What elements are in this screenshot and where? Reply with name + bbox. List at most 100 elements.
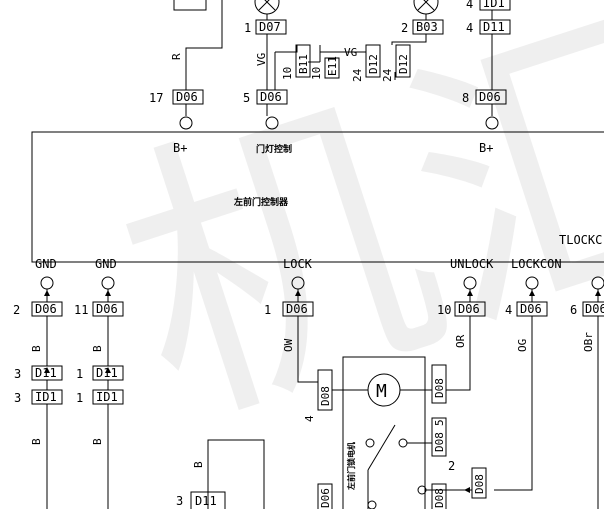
pin-number-t6: 6 (570, 303, 577, 317)
arrow-unlock (467, 290, 473, 296)
d06-5-label: D06 (260, 90, 282, 104)
e11-pin: 10 (310, 67, 323, 80)
wire-label-obr: OBr (582, 332, 595, 352)
pin-gnd-11 (101, 276, 115, 290)
d08-a-label: D08 (319, 386, 332, 406)
switch-contact-4 (367, 500, 377, 509)
wire-lockcon (494, 316, 533, 491)
switch-contact-1 (365, 438, 375, 448)
wire-lock (297, 316, 318, 383)
label-lockcon: LOCKCON (511, 257, 562, 271)
connector-d08-b (431, 364, 447, 404)
connector-d06-8 (475, 89, 507, 105)
module-title: 左前门控制器 (233, 196, 289, 208)
id1-top-pin: 4 (466, 0, 473, 11)
d11-bottom-pin: 3 (176, 494, 183, 508)
b03-label: B03 (416, 20, 438, 34)
d11-top-label: D11 (483, 20, 505, 34)
d06-unlock-label: D06 (458, 302, 480, 316)
connector-top-left-partial (173, 0, 207, 11)
d06-gnd2-label: D06 (96, 302, 118, 316)
wire-b-switch (207, 439, 265, 509)
arrow-gnd2 (105, 290, 111, 296)
wire-label-b-gnd1-lower: B (30, 438, 43, 445)
wire-label-b-gnd2: B (91, 345, 104, 352)
d08-a-pin: 4 (303, 415, 316, 422)
label-gnd-1: GND (35, 257, 57, 271)
door-controller-module (31, 131, 604, 263)
d12b-label: D12 (397, 54, 410, 74)
b11-label: B11 (297, 54, 310, 74)
label-b-plus-right: B+ (479, 141, 493, 155)
id1-g2-label: ID1 (96, 390, 118, 404)
pin-number-17: 17 (149, 91, 163, 105)
d11-top-pin: 4 (466, 21, 473, 35)
connector-d06-17 (172, 89, 204, 105)
d08-b-pin: 5 (433, 419, 446, 426)
arrow-g2-mid (105, 367, 111, 373)
id1-top-label: ID1 (483, 0, 505, 10)
pin-number-5: 5 (243, 91, 250, 105)
d06-lock-label: D06 (286, 302, 308, 316)
pin-17 (179, 116, 193, 130)
label-lock: LOCK (283, 257, 313, 271)
connector-d11-top (479, 19, 511, 35)
d06-gnd1-label: D06 (35, 302, 57, 316)
connector-e11 (324, 57, 340, 79)
wire-label-og: OG (516, 339, 529, 352)
d06-17-label: D06 (176, 90, 198, 104)
watermark-text: 机汇 (83, 0, 604, 475)
label-gnd-2: GND (95, 257, 117, 271)
wire-label-or: OR (454, 334, 467, 348)
connector-d06-5 (256, 89, 288, 105)
label-door-ctrl: 门灯控制 (256, 143, 292, 155)
pin-number-g11: 11 (74, 303, 88, 317)
arrow-lockcon-low (464, 487, 470, 493)
d11-bottom-label: D11 (195, 494, 217, 508)
wire-label-vg-mid: VG (344, 46, 357, 59)
d11-g2-pin: 1 (76, 367, 83, 381)
connector-d08-c (431, 417, 447, 457)
e11-label: E11 (326, 56, 339, 76)
lock-motor-box (342, 356, 426, 509)
d08-bottom-label: D08 (433, 488, 446, 508)
connector-d11-bottom (190, 491, 226, 509)
d11-g1-pin: 3 (14, 367, 21, 381)
connector-d06-bottom (317, 483, 333, 509)
connector-d08-d (471, 467, 487, 499)
d12-pin: 24 (351, 68, 364, 82)
d07-pin: 1 (244, 21, 251, 35)
label-b-plus-left: B+ (173, 141, 187, 155)
d06-lockcon-label: D06 (520, 302, 542, 316)
pin-number-l1: 1 (264, 303, 271, 317)
wire-label-b-gnd1: B (30, 345, 43, 352)
wire-vg-bus (275, 45, 298, 53)
pin-8 (485, 116, 499, 130)
d08-c-label: D08 (433, 432, 446, 452)
pin-number-c4: 4 (505, 303, 512, 317)
arrow-g1-mid (44, 367, 50, 373)
wire-label-r: R (170, 53, 183, 60)
wire-label-ow: OW (282, 338, 295, 352)
motor-box-label: 左前门锁电机 (346, 442, 356, 491)
pin-number-u10: 10 (437, 303, 451, 317)
motor-label: M (376, 381, 387, 402)
b11-pin: 10 (281, 67, 294, 80)
arrow-gnd1 (44, 290, 50, 296)
d11-g1-label: D11 (35, 366, 57, 380)
id1-g1-label: ID1 (35, 390, 57, 404)
connector-id1-top (479, 0, 511, 11)
arrow-lockcon (529, 290, 535, 296)
d07-label: D07 (259, 20, 281, 34)
d11-g2-label: D11 (96, 366, 118, 380)
pin-5 (265, 116, 279, 130)
connector-d07 (255, 19, 287, 35)
d06-tlock-label: D06 (585, 302, 604, 316)
d12-label: D12 (367, 54, 380, 74)
d08-d-label: D08 (473, 474, 486, 494)
wire-r (185, 0, 223, 90)
arrow-tlock (595, 290, 601, 296)
d12b-pin: 24 (381, 68, 394, 82)
connector-b03 (412, 19, 444, 35)
